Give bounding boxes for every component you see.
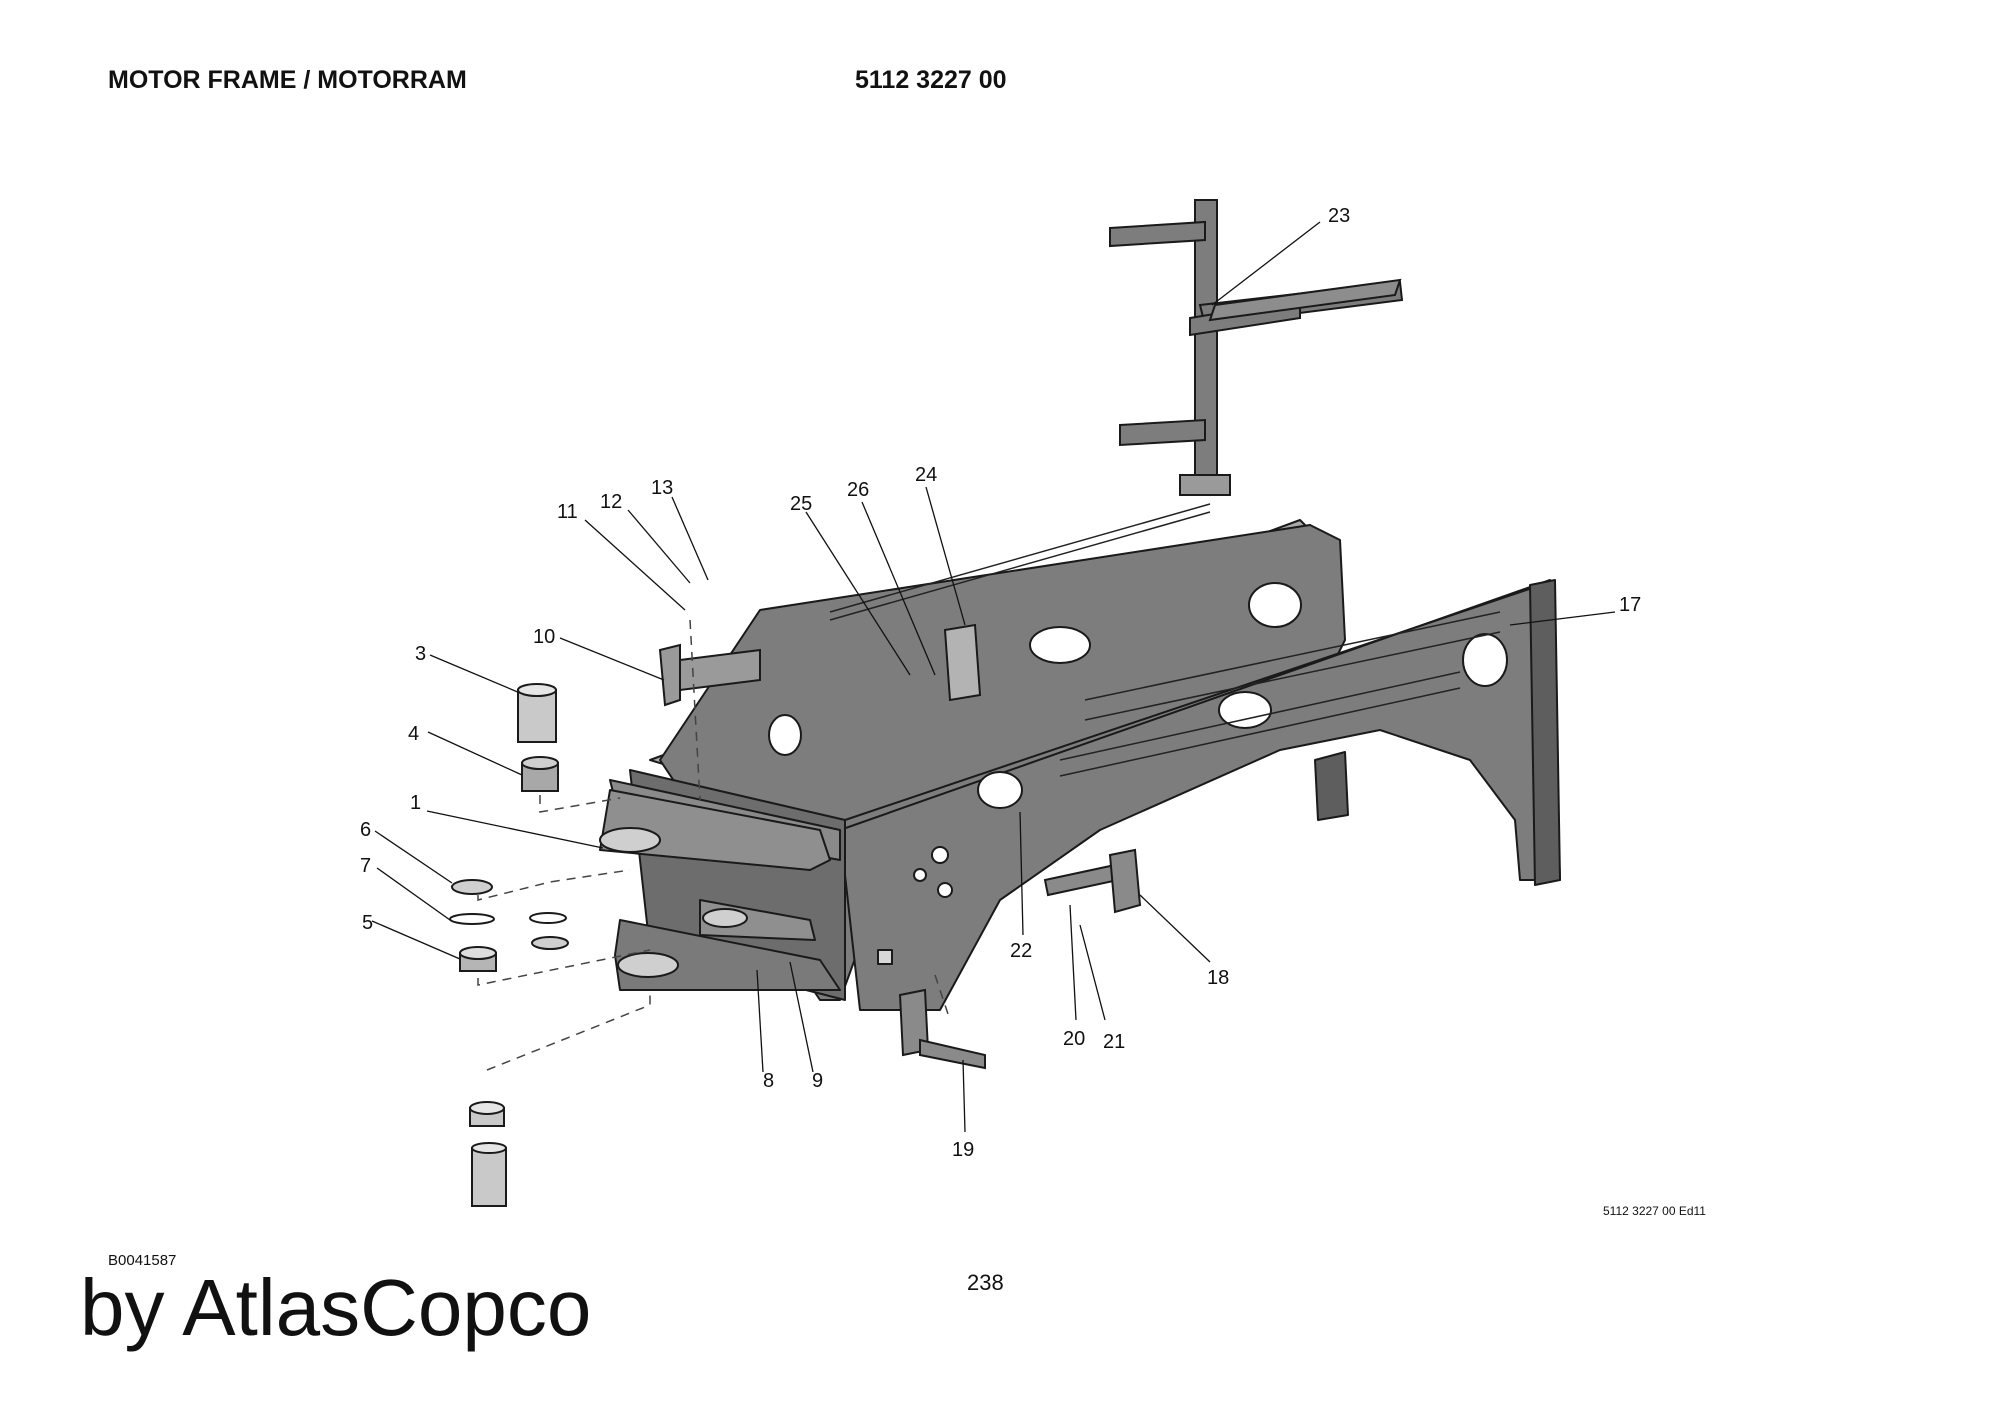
callout-6: 6 — [360, 819, 371, 841]
callout-21: 21 — [1103, 1031, 1125, 1053]
brand-watermark: by AtlasCopco — [80, 1263, 592, 1352]
callout-12: 12 — [600, 491, 622, 513]
page-number: 238 — [967, 1270, 1004, 1295]
callout-3: 3 — [415, 643, 426, 665]
page-title: MOTOR FRAME / MOTORRAM — [108, 66, 467, 94]
bracket-18 — [1043, 848, 1142, 914]
image-id: B0041587 — [108, 1252, 177, 1269]
callout-10: 10 — [533, 626, 555, 648]
callout-20: 20 — [1063, 1028, 1085, 1050]
alignment-lines — [477, 619, 951, 1071]
leader-lines — [371, 221, 1616, 1133]
plate-24 — [943, 623, 982, 702]
callout-7: 7 — [360, 855, 371, 877]
callout-9: 9 — [812, 1070, 823, 1092]
callout-13: 13 — [651, 477, 673, 499]
motor-frame-body — [599, 519, 1561, 1011]
callout-8: 8 — [763, 1070, 774, 1092]
callout-5: 5 — [362, 912, 373, 934]
bushings — [449, 683, 569, 1207]
edition-label: 5112 3227 00 Ed11 — [1603, 1204, 1706, 1218]
part-number: 5112 3227 00 — [855, 66, 1007, 94]
callout-24: 24 — [915, 464, 937, 486]
bracket-10 — [658, 643, 761, 707]
callout-11: 11 — [557, 501, 578, 523]
callout-4: 4 — [408, 723, 419, 745]
cable-tray — [829, 503, 1501, 777]
callout-22: 22 — [1010, 940, 1032, 962]
bracket-assembly-23 — [1109, 199, 1404, 496]
callout-17: 17 — [1619, 594, 1641, 616]
callout-23: 23 — [1328, 205, 1350, 227]
bracket-19 — [898, 988, 986, 1070]
callout-25: 25 — [790, 493, 812, 515]
callout-labels: 1 3 4 5 6 7 8 9 10 11 12 13 17 18 19 20 … — [360, 205, 1641, 1161]
callout-18: 18 — [1207, 967, 1229, 989]
callout-1: 1 — [410, 792, 421, 814]
callout-26: 26 — [847, 479, 869, 501]
callout-19: 19 — [952, 1139, 974, 1161]
